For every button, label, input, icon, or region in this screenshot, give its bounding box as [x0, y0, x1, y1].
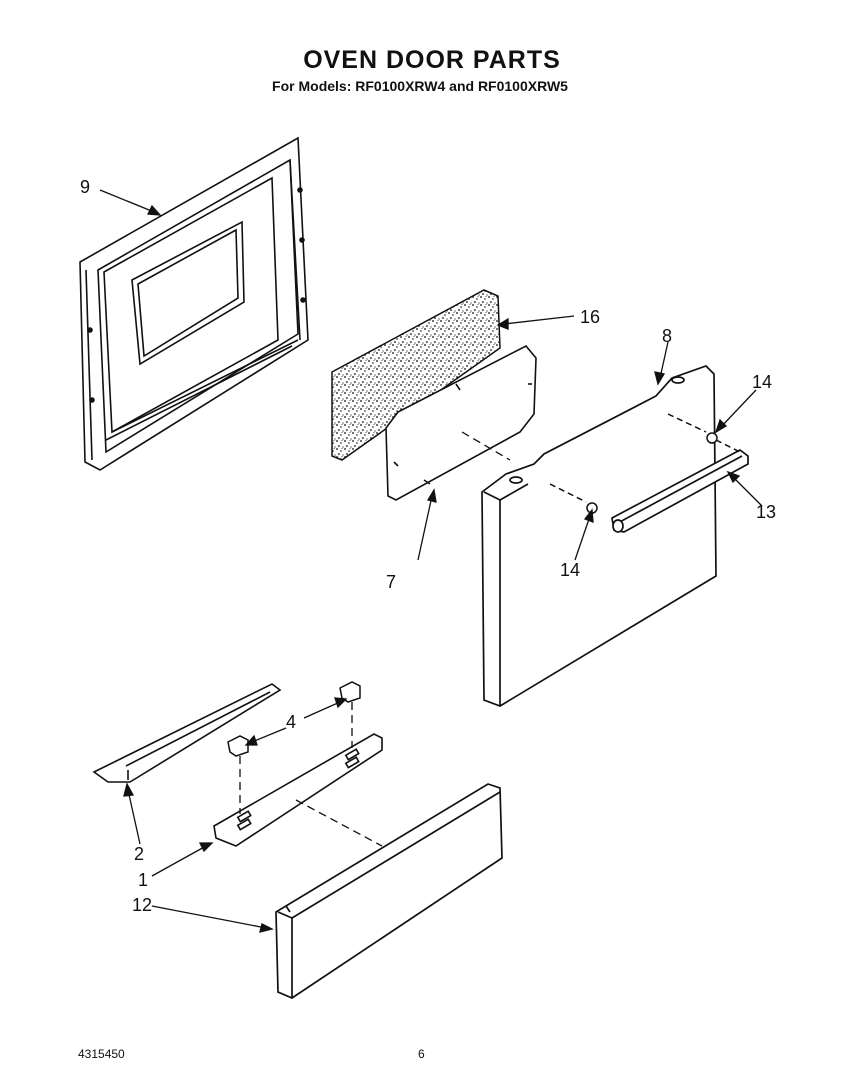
door-handle-part	[611, 448, 749, 533]
callout-14-upper: 14	[752, 372, 772, 392]
part-number: 4315450	[78, 1047, 125, 1061]
lower-frame-bracket-part	[92, 683, 282, 783]
mounting-plate-part	[213, 733, 383, 847]
callout-8: 8	[662, 326, 672, 346]
callout-14-lower: 14	[560, 560, 580, 580]
callout-13: 13	[756, 502, 776, 522]
callout-labels: 9 16 8 14 7 14 13 4 2 1 12	[80, 177, 776, 915]
callout-leaders	[99, 189, 763, 933]
handle-spacer-parts	[549, 413, 741, 514]
outer-door-panel-part	[481, 365, 717, 707]
alignment-lines-upper	[461, 431, 511, 461]
callout-7: 7	[386, 572, 396, 592]
insulation-shield-part	[385, 344, 537, 501]
page-title: OVEN DOOR PARTS	[303, 46, 561, 74]
page-number: 6	[418, 1047, 425, 1061]
callout-12: 12	[132, 895, 152, 915]
callout-1: 1	[138, 870, 148, 890]
lower-drawer-panel-part	[275, 783, 503, 999]
inner-door-liner-part	[79, 136, 309, 471]
callout-9: 9	[80, 177, 90, 197]
insulation-part	[331, 289, 501, 461]
alignment-lines-lower	[239, 702, 383, 847]
callout-2: 2	[134, 844, 144, 864]
callout-16: 16	[580, 307, 600, 327]
models-subtitle: For Models: RF0100XRW4 and RF0100XRW5	[272, 78, 568, 94]
callout-4: 4	[286, 712, 296, 732]
